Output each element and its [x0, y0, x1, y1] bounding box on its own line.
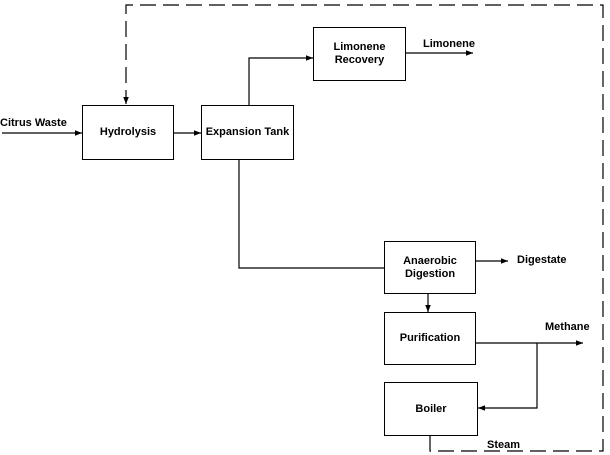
- arrow-methane-to-boiler: [478, 343, 538, 411]
- anaerobic-digestion-box: Anaerobic Digestion: [384, 241, 476, 294]
- dashed-steam-recycle-line: [123, 4, 604, 452]
- limonene-recovery-label-line2: Recovery: [334, 54, 385, 66]
- anaerobic-digestion-label-line1: Anaerobic: [403, 254, 457, 267]
- digestate-output-label: Digestate: [517, 254, 567, 266]
- arrow-expansion-tank-to-limonene-recovery: [248, 55, 313, 105]
- limonene-recovery-label-line1: Limonene: [333, 41, 386, 53]
- boiler-label: Boiler: [415, 402, 447, 415]
- boiler-box: Boiler: [384, 382, 478, 436]
- limonene-output-label: Limonene: [423, 38, 475, 50]
- expansion-tank-label: Expansion Tank: [205, 126, 290, 138]
- purification-label: Purification: [399, 332, 461, 344]
- methane-output-label: Methane: [545, 321, 590, 333]
- citrus-waste-label: Citrus Waste: [0, 117, 67, 129]
- anaerobic-digestion-label-line2: Digestion: [404, 267, 456, 280]
- expansion-tank-box: Expansion Tank: [201, 105, 294, 160]
- hydrolysis-box: Hydrolysis: [82, 105, 174, 160]
- limonene-recovery-box: Limonene Recovery: [313, 27, 406, 81]
- steam-output-label: Steam: [487, 439, 521, 451]
- arrow-expansion-tank-to-anaerobic-digestion: [238, 160, 384, 269]
- hydrolysis-label: Hydrolysis: [99, 126, 157, 138]
- purification-box: Purification: [384, 312, 476, 365]
